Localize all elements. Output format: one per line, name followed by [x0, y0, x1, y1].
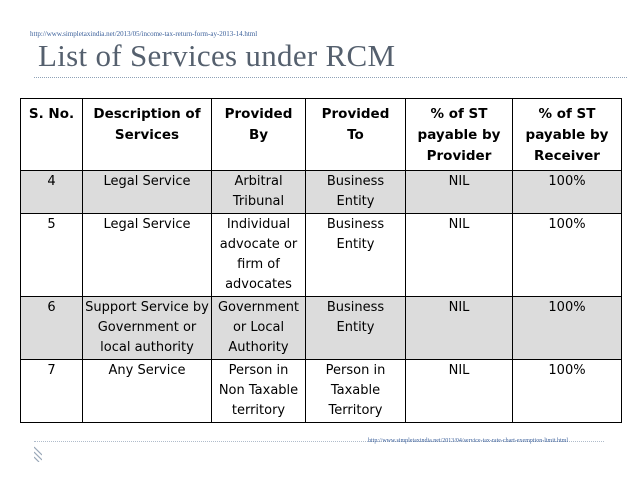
cell-st-provider: NIL: [405, 213, 513, 297]
cell-line: 6: [47, 300, 56, 315]
cell-provided-by: Individual advocate or firm of advocates: [211, 213, 306, 297]
cell-line: Non Taxable: [218, 383, 299, 398]
cell-line: firm of: [237, 257, 280, 272]
cell-line: % of ST: [538, 106, 596, 122]
cell-line: Entity: [336, 320, 375, 335]
cell-st-receiver: 100%: [512, 170, 622, 214]
title-divider: [34, 77, 627, 78]
cell-line: 7: [47, 363, 56, 378]
cell-line: advocate or: [219, 237, 298, 252]
cell-st-provider: NIL: [405, 359, 513, 423]
cell-line: 100%: [548, 217, 586, 232]
slide-corner-icon: [34, 446, 42, 462]
cell-line: By: [248, 127, 269, 143]
cell-line: Individual: [226, 217, 291, 232]
cell-line: Territory: [328, 403, 383, 418]
cell-s-no: 6: [20, 296, 83, 360]
header-description: Description of Services: [82, 98, 212, 171]
cell-line: Legal Service: [103, 174, 191, 189]
cell-line: Provider: [426, 148, 492, 164]
cell-line: Person in: [228, 363, 289, 378]
cell-line: Any Service: [108, 363, 186, 378]
header-st-receiver: % of ST payable by Receiver: [512, 98, 622, 171]
table-row: 5 Legal Service Individual advocate or firm …: [20, 213, 622, 297]
cell-line: or Local: [232, 320, 285, 335]
cell-line: Business: [326, 217, 385, 232]
cell-provided-by: Person in Non Taxable territory: [211, 359, 306, 423]
top-source-link[interactable]: http://www.simpletaxindia.net/2013/05/in…: [30, 30, 258, 38]
cell-st-provider: NIL: [405, 296, 513, 360]
cell-line: Services: [114, 127, 180, 143]
cell-line: To: [347, 127, 364, 143]
cell-line: local authority: [100, 340, 194, 355]
cell-line: Provided: [224, 106, 293, 122]
cell-line: 5: [47, 217, 56, 232]
cell-line: Government or: [97, 320, 197, 335]
cell-line: S. No.: [28, 106, 75, 122]
cell-line: NIL: [448, 217, 470, 232]
cell-line: payable by: [525, 127, 609, 143]
cell-line: Provided: [321, 106, 390, 122]
cell-line: Arbitral: [234, 174, 283, 189]
cell-line: Tribunal: [232, 194, 285, 209]
cell-line: Description of: [93, 106, 201, 122]
cell-s-no: 7: [20, 359, 83, 423]
slide-title: List of Services under RCM: [38, 38, 396, 73]
cell-line: 100%: [548, 300, 586, 315]
cell-line: Entity: [336, 194, 375, 209]
cell-line: Business: [326, 174, 385, 189]
cell-line: Entity: [336, 237, 375, 252]
cell-line: Person in: [325, 363, 386, 378]
cell-line: 100%: [548, 174, 586, 189]
cell-line: NIL: [448, 300, 470, 315]
cell-line: % of ST: [430, 106, 488, 122]
cell-line: Support Service by: [85, 300, 209, 315]
cell-line: Government: [217, 300, 300, 315]
cell-description: Legal Service: [82, 213, 212, 297]
cell-line: Authority: [228, 340, 289, 355]
cell-line: Receiver: [534, 148, 600, 164]
cell-s-no: 5: [20, 213, 83, 297]
cell-line: 100%: [548, 363, 586, 378]
header-st-provider: % of ST payable by Provider: [405, 98, 513, 171]
table-row: 6 Support Service by Government or local au…: [20, 296, 622, 360]
cell-line: advocates: [225, 277, 292, 292]
cell-description: Any Service: [82, 359, 212, 423]
header-s-no: S. No.: [20, 98, 83, 171]
table-row: 7 Any Service Person in Non Taxable territor…: [20, 359, 622, 423]
cell-st-provider: NIL: [405, 170, 513, 214]
cell-description: Support Service by Government or local aut…: [82, 296, 212, 360]
cell-line: territory: [231, 403, 286, 418]
cell-line: payable by: [417, 127, 501, 143]
cell-s-no: 4: [20, 170, 83, 214]
cell-line: Legal Service: [103, 217, 191, 232]
cell-line: Business: [326, 300, 385, 315]
cell-description: Legal Service: [82, 170, 212, 214]
bottom-source-link[interactable]: http://www.simpletaxindia.net/2013/04/se…: [368, 438, 569, 444]
cell-st-receiver: 100%: [512, 359, 622, 423]
cell-line: 4: [47, 174, 56, 189]
cell-st-receiver: 100%: [512, 296, 622, 360]
cell-line: Taxable: [330, 383, 381, 398]
cell-st-receiver: 100%: [512, 213, 622, 297]
bottom-divider: [34, 441, 604, 442]
cell-line: NIL: [448, 363, 470, 378]
cell-line: NIL: [448, 174, 470, 189]
